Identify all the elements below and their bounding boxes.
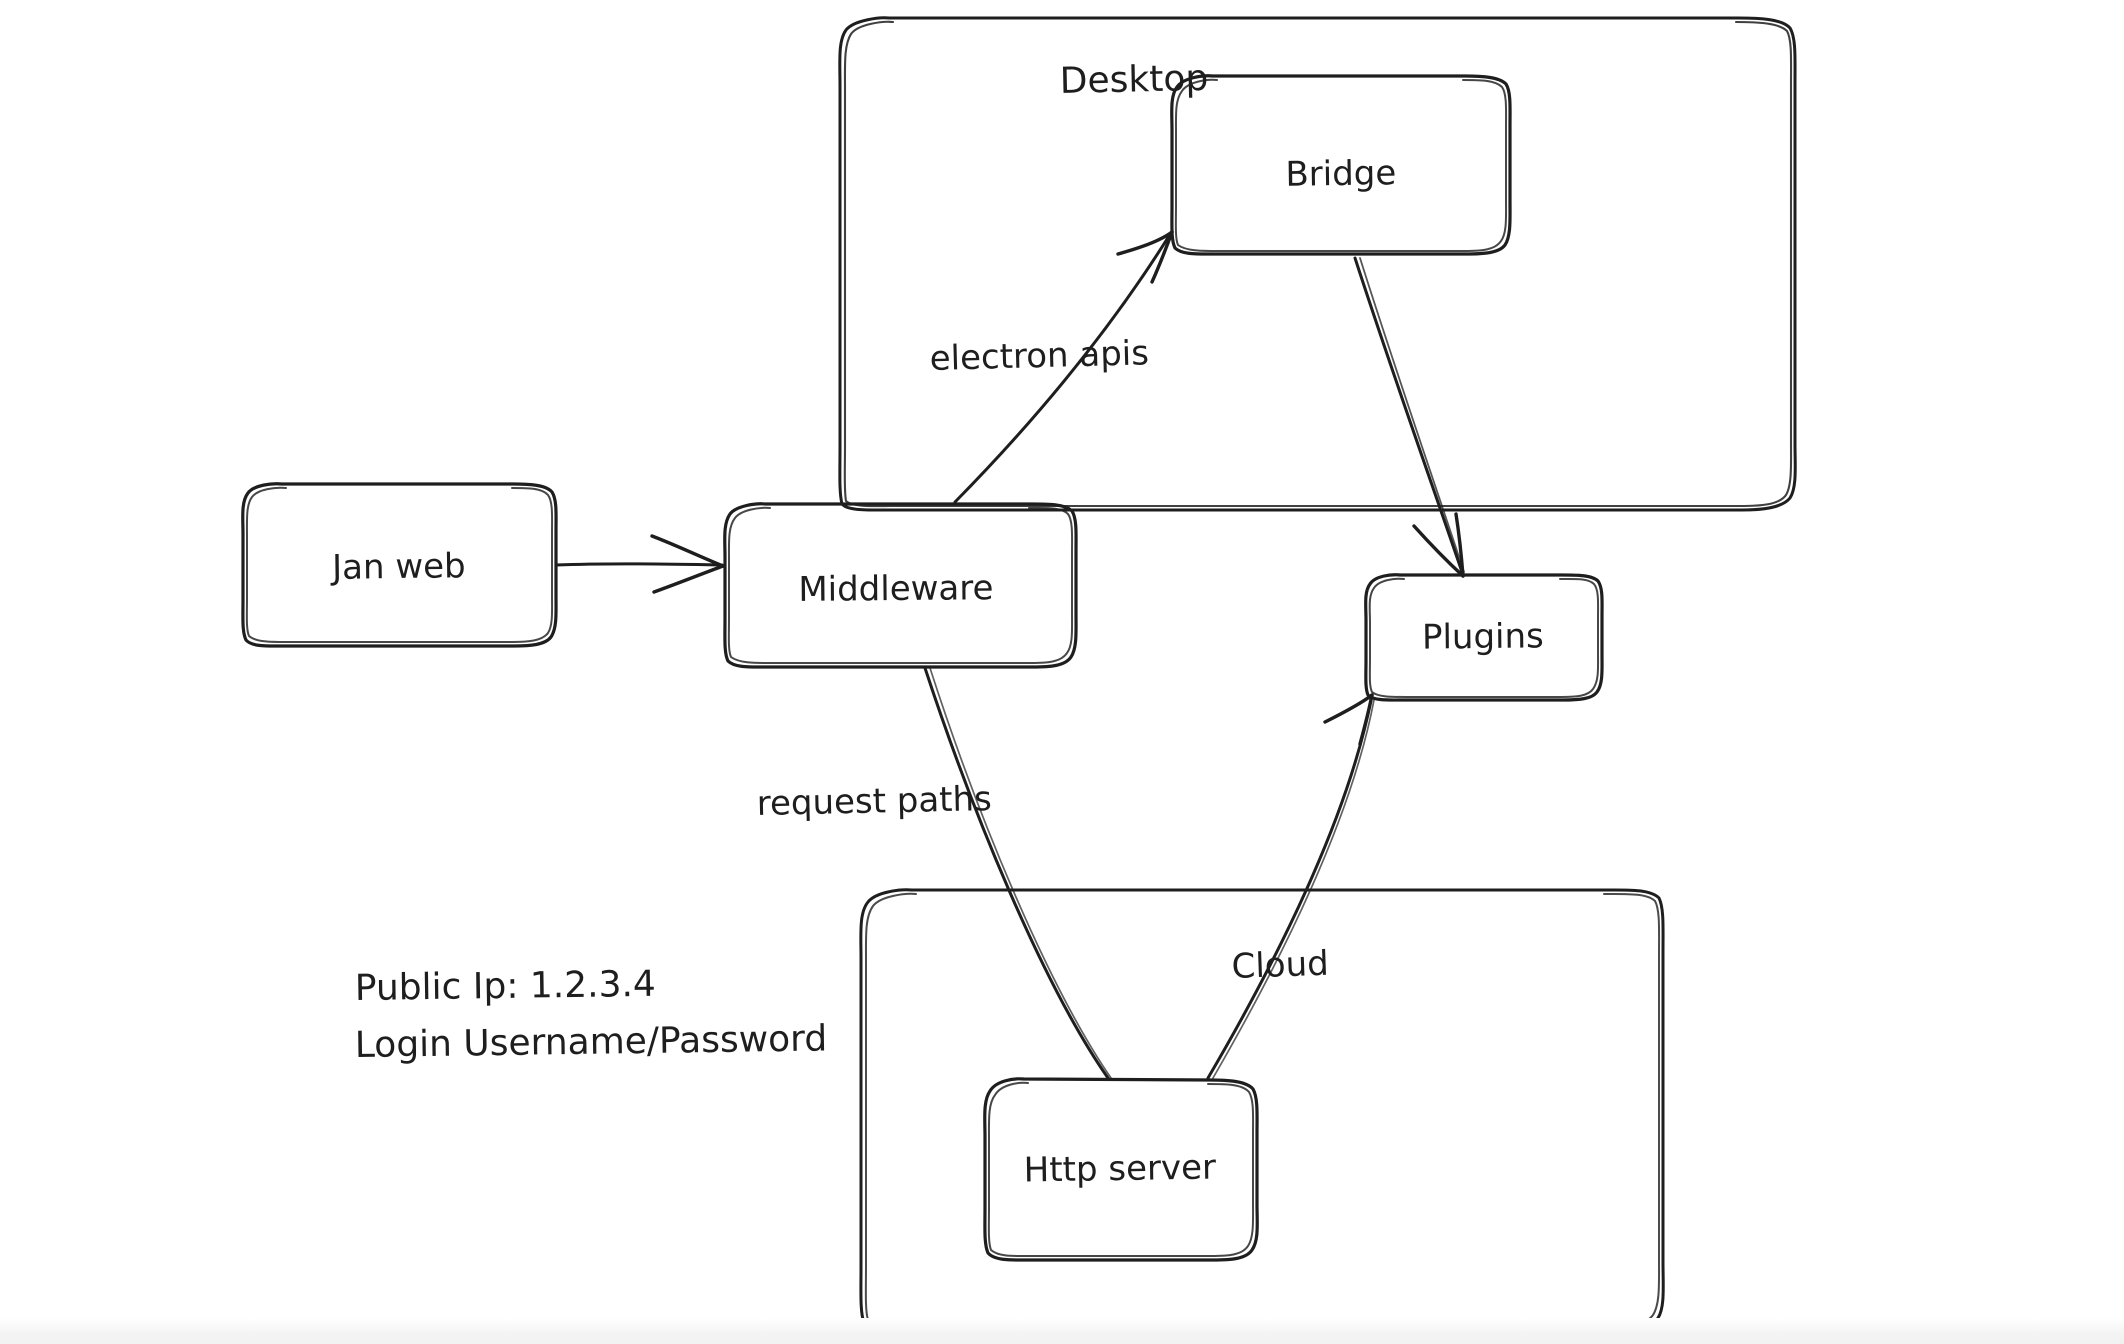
janweb-to-middleware-arrowhead-2 xyxy=(652,564,725,594)
bridge-box-outline xyxy=(1170,74,1512,256)
janweb-to-middleware-line xyxy=(554,562,724,567)
node-plugins[interactable]: Plugins xyxy=(1364,573,1604,702)
cloud-group-label: Cloud xyxy=(1231,944,1329,987)
bridge-to-plugins-line xyxy=(1353,256,1464,574)
electron-apis-edge-label: electron apis xyxy=(929,333,1149,379)
request-paths-edge-label: request paths xyxy=(756,779,992,824)
http-server-box-outline-pass2 xyxy=(987,1081,1255,1258)
edge-httpserver-to-plugins[interactable] xyxy=(1206,693,1375,1080)
group-desktop[interactable]: Desktop xyxy=(838,16,1797,512)
jan-web-label: Jan web xyxy=(330,546,466,588)
middleware-to-httpserver-line xyxy=(923,666,1110,1080)
bridge-label: Bridge xyxy=(1285,153,1396,195)
edge-middleware-to-httpserver[interactable]: request paths xyxy=(756,666,1112,1080)
plugins-label: Plugins xyxy=(1422,616,1544,657)
http-server-box-outline xyxy=(983,1077,1259,1262)
public-ip-note: Public Ip: 1.2.3.4 xyxy=(355,964,657,1009)
jan-web-box-outline xyxy=(241,482,558,648)
janweb-to-middleware-arrowhead xyxy=(650,534,725,568)
plugins-box-outline-pass2 xyxy=(1368,577,1600,698)
desktop-container-outline xyxy=(838,16,1797,512)
node-middleware[interactable]: Middleware xyxy=(723,502,1078,669)
http-server-label: Http server xyxy=(1023,1147,1216,1190)
bridge-to-plugins-arrowhead-2 xyxy=(1454,512,1465,578)
plugins-box-outline xyxy=(1364,573,1604,702)
node-http-server[interactable]: Http server xyxy=(983,1077,1259,1262)
jan-web-box-outline-pass2 xyxy=(245,486,554,643)
node-jan-web[interactable]: Jan web xyxy=(241,482,558,648)
middleware-label: Middleware xyxy=(798,568,993,610)
middleware-to-bridge-line xyxy=(953,234,1171,504)
middleware-to-httpserver-line-pass2 xyxy=(929,667,1112,1079)
bridge-box-outline-pass2 xyxy=(1174,78,1508,252)
middleware-to-bridge-arrowhead xyxy=(1116,230,1174,256)
bridge-to-plugins-arrowhead xyxy=(1412,524,1465,578)
httpserver-to-plugins-arrowhead xyxy=(1323,693,1374,724)
middleware-box-outline-pass2 xyxy=(727,506,1074,664)
notes-block: Public Ip: 1.2.3.4 Login Username/Passwo… xyxy=(355,964,828,1066)
httpserver-to-plugins-arrowhead-2 xyxy=(1358,693,1374,746)
edge-bridge-to-plugins[interactable] xyxy=(1353,256,1465,578)
bridge-to-plugins-line-pass2 xyxy=(1359,257,1465,573)
login-credentials-note: Login Username/Password xyxy=(355,1018,828,1066)
httpserver-to-plugins-line-pass2 xyxy=(1212,699,1375,1079)
middleware-box-outline xyxy=(723,502,1078,669)
desktop-container-outline-pass2 xyxy=(843,20,1793,508)
edge-middleware-to-bridge[interactable]: electron apis xyxy=(929,230,1174,504)
node-bridge[interactable]: Bridge xyxy=(1170,74,1512,256)
group-cloud[interactable]: Cloud xyxy=(859,888,1665,1332)
edge-janweb-to-middleware[interactable] xyxy=(554,534,725,594)
middleware-to-bridge-arrowhead-2 xyxy=(1150,230,1174,284)
